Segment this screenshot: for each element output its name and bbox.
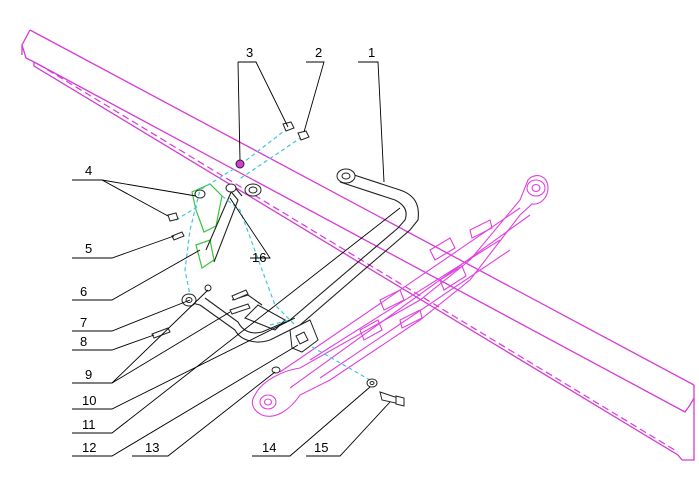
callout-2: 2 xyxy=(315,45,322,60)
frame-rail xyxy=(21,29,695,461)
leader-lines xyxy=(72,61,401,457)
fasteners xyxy=(151,121,405,407)
link-bracket xyxy=(191,183,243,269)
callout-9: 9 xyxy=(85,367,92,382)
callout-6: 6 xyxy=(80,284,87,299)
callout-4: 4 xyxy=(85,163,92,178)
callout-8: 8 xyxy=(80,334,87,349)
callout-14: 14 xyxy=(262,440,276,455)
callout-11: 11 xyxy=(82,417,96,432)
callout-7: 7 xyxy=(80,315,87,330)
callout-12: 12 xyxy=(82,440,96,455)
callout-labels: 1 2 3 4 5 6 7 8 9 10 11 12 13 14 15 16 xyxy=(80,45,375,455)
stabilizer-bar xyxy=(181,168,419,343)
callout-15: 15 xyxy=(314,440,328,455)
assembly-paths xyxy=(175,127,371,381)
callout-1: 1 xyxy=(368,45,375,60)
callout-5: 5 xyxy=(85,241,92,256)
callout-16: 16 xyxy=(252,250,266,265)
callout-10: 10 xyxy=(82,393,96,408)
axle-beam xyxy=(251,175,549,417)
callout-13: 13 xyxy=(145,440,159,455)
callout-3: 3 xyxy=(246,45,253,60)
